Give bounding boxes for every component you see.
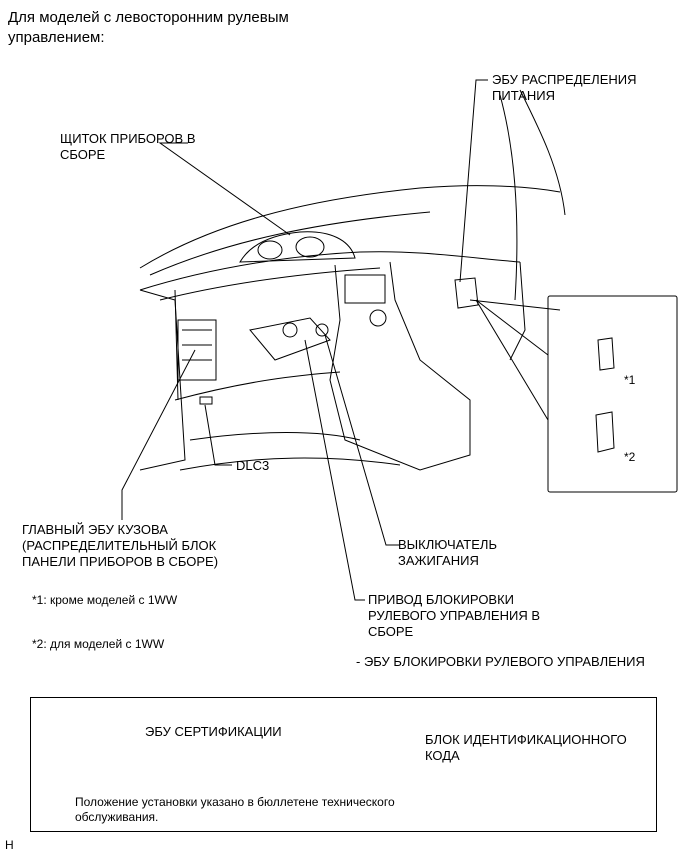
note-2: *2: для моделей с 1WW [32,637,165,651]
label-meter: ЩИТОК ПРИБОРОВ В СБОРЕ [60,131,196,162]
inset-leader-top [475,299,549,356]
label-ignition-switch: ВЫКЛЮЧАТЕЛЬ ЗАЖИГАНИЯ [398,537,497,568]
dashboard-top [139,251,521,291]
inset-leader-bottom [475,299,549,421]
page-heading: Для моделей с левосторонним рулевым упра… [8,9,289,46]
steering-lock-leader [304,339,365,601]
legend-cert-ecu: ЭБУ СЕРТИФИКАЦИИ [145,724,282,739]
main-body-ecu-leader [121,349,196,520]
inset-box [547,295,678,493]
module-variant-2-icon [595,411,615,453]
meter-cluster [239,231,356,263]
windshield-line [139,185,561,269]
power-ecu-module [454,277,479,309]
dlc3-connector [199,396,213,405]
legend-id-code-box: БЛОК ИДЕНТИФИКАЦИОННОГО КОДА [425,732,627,763]
label-steering-lock: ПРИВОД БЛОКИРОВКИ РУЛЕВОГО УПРАВЛЕНИЯ В … [368,592,541,639]
ignition-leader [324,334,400,546]
power-ecu-leader [459,79,488,283]
label-main-body-ecu: ГЛАВНЫЙ ЭБУ КУЗОВА (РАСПРЕДЕЛИТЕЛЬНЫЙ БЛ… [22,522,219,569]
meter-leader [158,142,291,236]
label-dlc3: DLC3 [236,458,270,473]
legend-note: Положение установки указано в бюллетене … [75,795,395,824]
steering-column [249,317,331,361]
junction-block [177,319,217,381]
label-steering-lock-ecu: - ЭБУ БЛОКИРОВКИ РУЛЕВОГО УПРАВЛЕНИЯ [356,654,645,669]
label-power-ecu: ЭБУ РАСПРЕДЕЛЕНИЯ ПИТАНИЯ [492,72,637,103]
inset-mark-2: *2 [624,450,636,464]
module-variant-1-icon [597,337,615,371]
legend-box [30,697,657,832]
dlc3-leader [204,404,232,466]
center-console [329,261,471,471]
footer-mark: H [5,838,14,852]
note-1: *1: кроме моделей с 1WW [32,593,178,607]
inset-mark-1: *1 [624,373,636,387]
